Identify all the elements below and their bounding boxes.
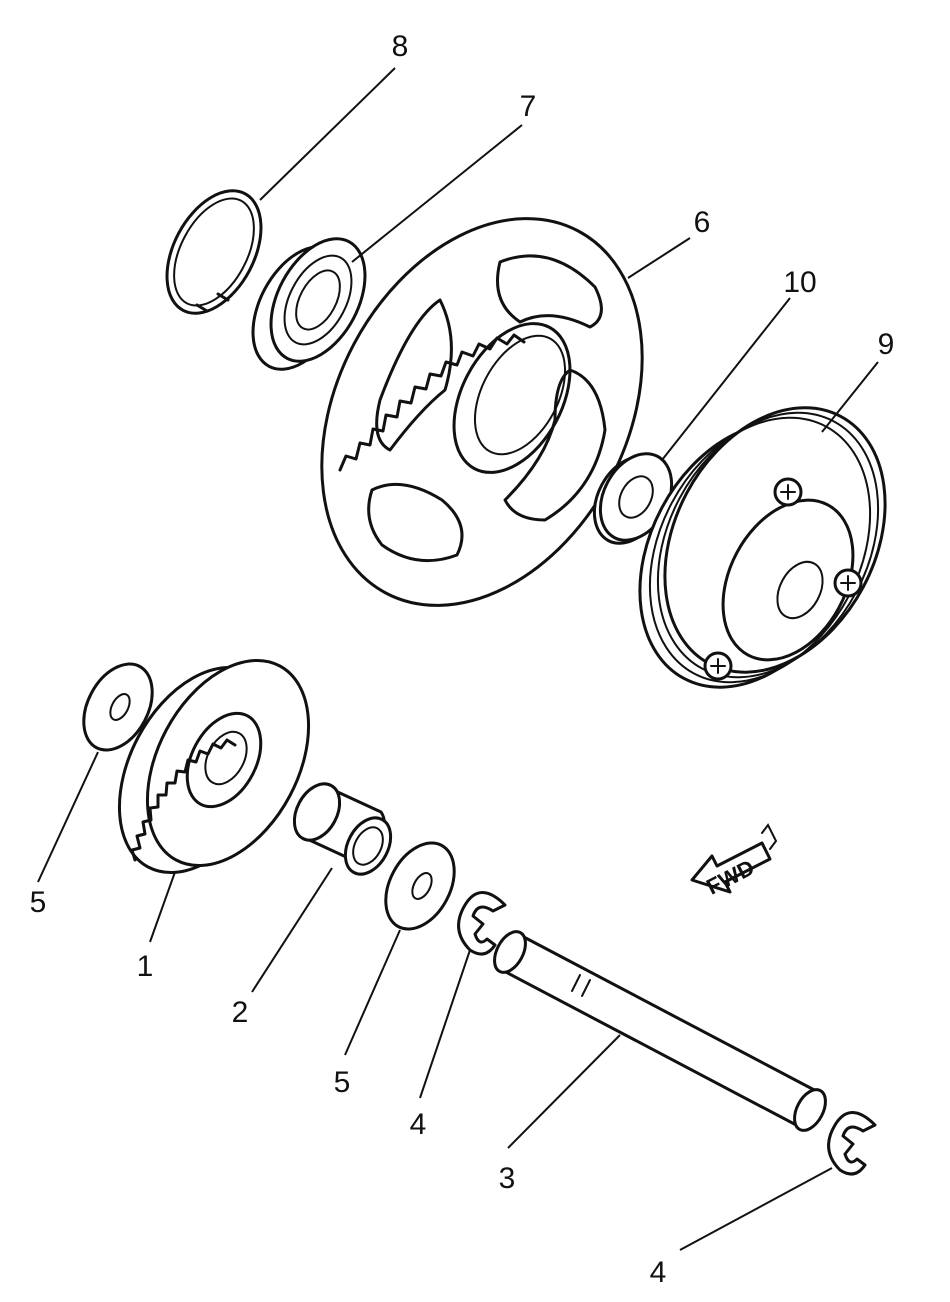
e-clip-4-middle [457, 891, 507, 956]
washer-5-left [82, 662, 154, 752]
idle-gear-1 [117, 658, 311, 875]
washer-10 [592, 452, 674, 545]
callout-numbers: 8 7 6 10 9 5 1 2 5 4 3 4 [30, 30, 895, 1289]
shaft-3 [493, 930, 827, 1132]
fwd-direction-arrow: FWD [690, 823, 778, 900]
washer-5-middle [384, 841, 456, 931]
callout-5-middle: 5 [334, 1066, 351, 1099]
callout-9: 9 [878, 328, 895, 361]
callout-5-left: 5 [30, 886, 47, 919]
needle-bearing-2 [292, 782, 393, 876]
e-clip-4-right [827, 1111, 877, 1176]
callout-2: 2 [232, 996, 249, 1029]
leader-lines [37, 67, 879, 1251]
callout-4-right: 4 [650, 1256, 667, 1289]
callout-6: 6 [694, 206, 711, 239]
callout-8: 8 [392, 30, 409, 63]
callout-1: 1 [137, 950, 154, 983]
bearing-7 [251, 237, 367, 371]
callout-3: 3 [499, 1162, 516, 1195]
callout-7: 7 [520, 90, 537, 123]
callout-4-middle: 4 [410, 1108, 427, 1141]
callout-10: 10 [783, 266, 816, 299]
clutch-housing-9 [638, 406, 887, 689]
gear-plate-6 [320, 217, 644, 607]
circlip-8 [165, 189, 263, 315]
